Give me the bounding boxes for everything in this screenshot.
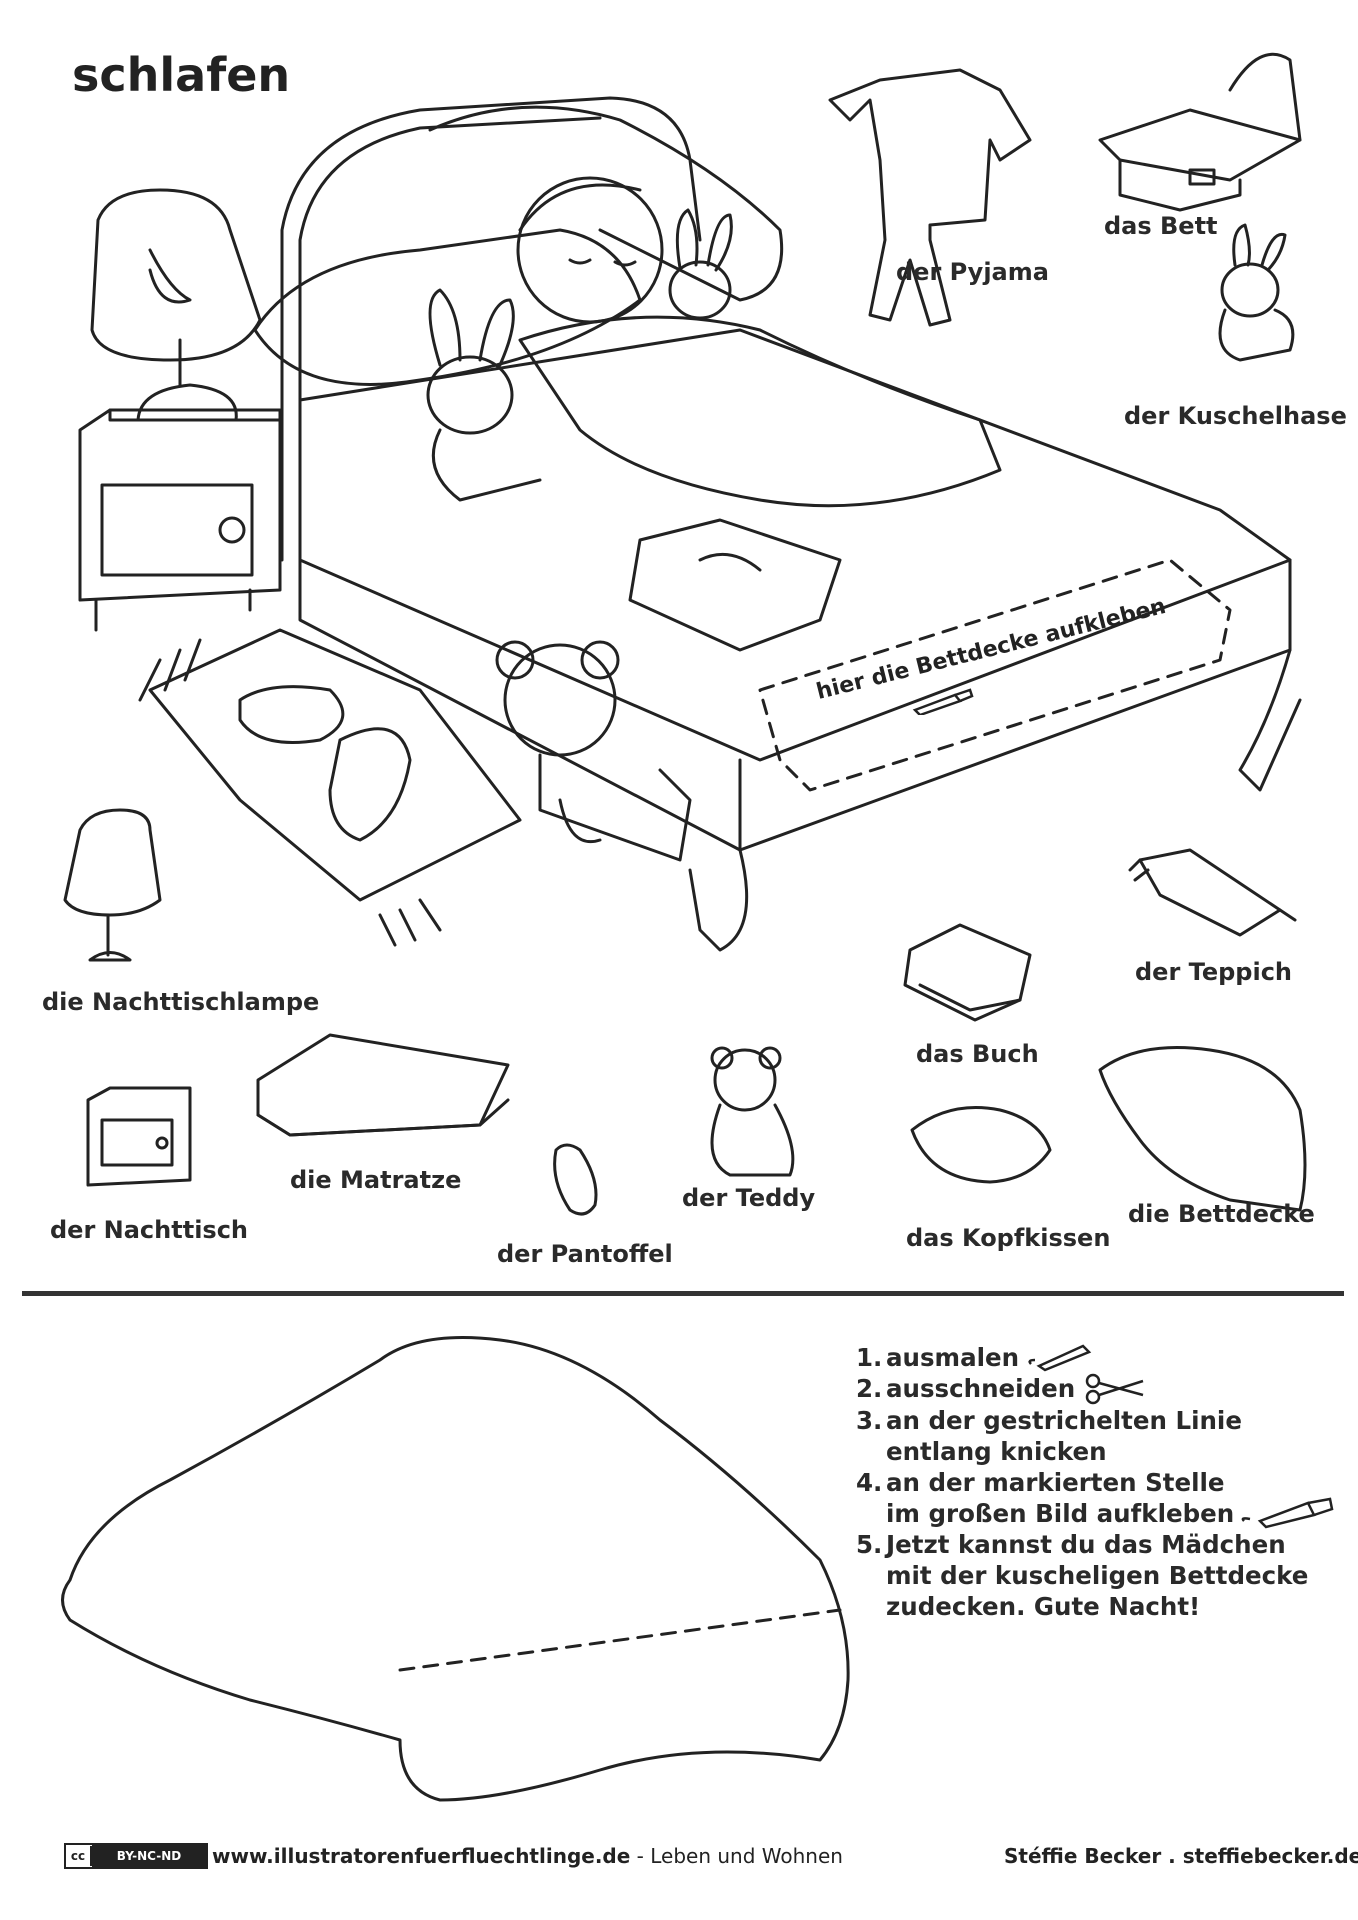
- instructions-list: 1. ausmalen 2. ausschneiden 3. an der ge…: [856, 1342, 1338, 1622]
- label-nachttisch: der Nachttisch: [50, 1216, 249, 1244]
- step-number: 2.: [856, 1374, 883, 1403]
- step-number: 4.: [856, 1468, 883, 1497]
- page-title: schlafen: [72, 48, 291, 102]
- label-bettdecke: die Bettdecke: [1128, 1200, 1315, 1228]
- footer-section: - Leben und Wohnen: [630, 1844, 843, 1868]
- step-text: Jetzt kannst du das Mädchen: [886, 1530, 1286, 1559]
- bedroom-illustration: [63, 52, 1307, 1216]
- label-kuschelhase: der Kuschelhase: [1124, 402, 1347, 430]
- label-kopfkissen: das Kopfkissen: [906, 1224, 1111, 1252]
- license-badge: cc BY-NC-ND: [64, 1843, 208, 1869]
- license-text: BY-NC-ND: [92, 1845, 206, 1867]
- instruction-step: 5. Jetzt kannst du das Mädchen mit der k…: [856, 1529, 1338, 1622]
- instruction-step: 1. ausmalen: [856, 1342, 1338, 1373]
- cc-logo: cc: [66, 1846, 92, 1866]
- glue-tube-icon: [1241, 1497, 1334, 1529]
- instruction-step: 4. an der markierten Stelle im großen Bi…: [856, 1467, 1338, 1529]
- step-text: an der gestrichelten Linie: [886, 1406, 1242, 1435]
- pencil-icon: [1028, 1344, 1092, 1372]
- label-nachttischlampe: die Nachttischlampe: [42, 988, 320, 1016]
- step-number: 5.: [856, 1530, 883, 1559]
- step-number: 1.: [856, 1343, 883, 1372]
- label-buch: das Buch: [916, 1040, 1039, 1068]
- footer-website[interactable]: www.illustratorenfuerfluechtlinge.de: [212, 1844, 631, 1868]
- footer-author: Stéffie Becker . steffiebecker.de: [1004, 1844, 1358, 1868]
- step-text: ausschneiden: [886, 1374, 1076, 1403]
- glue-tube-icon: [912, 688, 974, 715]
- step-text: ausmalen: [886, 1343, 1020, 1372]
- label-bett: das Bett: [1104, 212, 1218, 240]
- step-text: entlang knicken: [886, 1437, 1107, 1466]
- footer-source: www.illustratorenfuerfluechtlinge.de - L…: [212, 1844, 843, 1868]
- label-teppich: der Teppich: [1135, 958, 1293, 986]
- step-text: mit der kuscheligen Bettdecke: [886, 1561, 1309, 1590]
- instruction-step: 3. an der gestrichelten Linie entlang kn…: [856, 1405, 1338, 1467]
- label-pyjama: der Pyjama: [896, 258, 1049, 286]
- step-text: zudecken. Gute Nacht!: [886, 1592, 1201, 1621]
- blanket-cutout: [61, 1336, 850, 1802]
- scissors-icon: [1085, 1373, 1144, 1405]
- label-pantoffel: der Pantoffel: [497, 1240, 673, 1268]
- step-number: 3.: [856, 1406, 883, 1435]
- step-text: an der markierten Stelle: [886, 1468, 1225, 1497]
- instruction-step: 2. ausschneiden: [856, 1373, 1338, 1405]
- step-text: im großen Bild aufkleben: [886, 1499, 1235, 1528]
- section-divider: [22, 1291, 1344, 1296]
- label-matratze: die Matratze: [290, 1166, 462, 1194]
- label-teddy: der Teddy: [682, 1184, 816, 1212]
